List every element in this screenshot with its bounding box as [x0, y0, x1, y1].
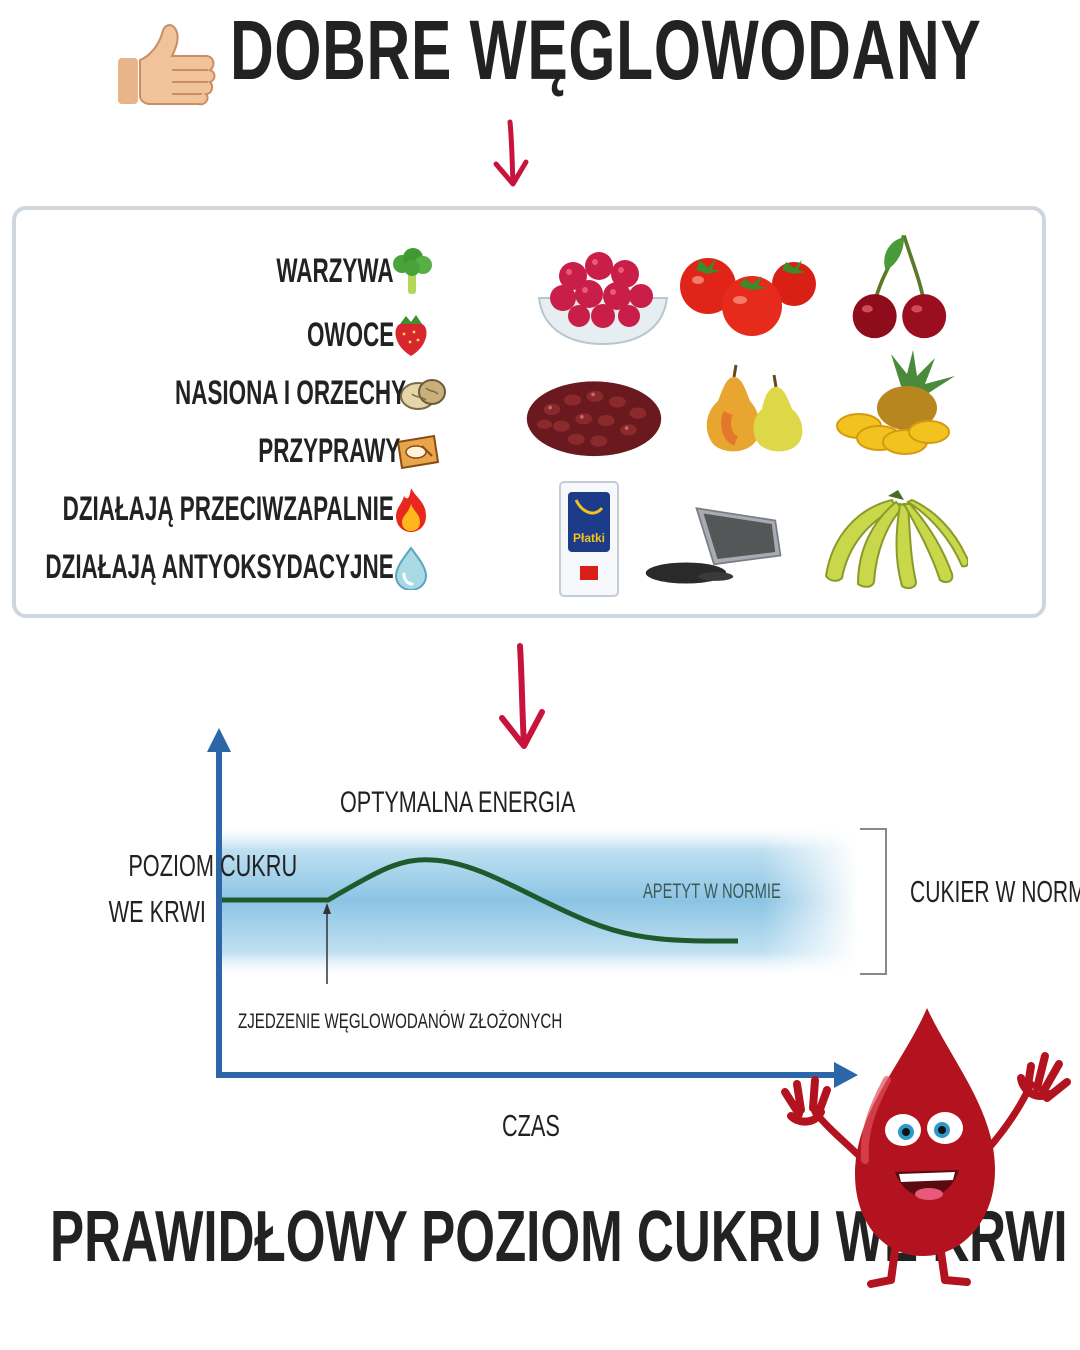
pears-image: [706, 364, 803, 452]
category-label: DZIAŁAJĄ ANTYOKSYDACYJNE: [45, 547, 394, 586]
thumbs-up-icon: [118, 24, 216, 106]
curve-label-wrap: APETYT W NORMIE: [643, 880, 840, 904]
category-row-vegetables: WARZYWA: [216, 248, 436, 294]
tomatoes-image: [680, 258, 816, 336]
category-row-spices: PRZYPRAWY: [185, 428, 442, 474]
raspberries-image: [537, 252, 669, 346]
meal-marker-arrowhead: [323, 903, 331, 914]
x-axis-label-wrap: CZAS: [502, 1108, 585, 1144]
bracket-label-wrap: CUKIER W NORMI: [910, 874, 1080, 910]
x-axis-label: CZAS: [502, 1108, 560, 1143]
bananas-image: [824, 490, 968, 590]
band-label: OPTYMALNA ENERGIA: [340, 786, 576, 819]
walnut-icon: [400, 379, 446, 410]
chia-seeds-image: [645, 507, 782, 584]
y-axis-label: POZIOM CUKRU WE KRWI: [56, 848, 297, 930]
curve-label: APETYT W NORMIE: [643, 880, 781, 903]
oat-flakes-package-image: Płatki: [559, 481, 619, 597]
y-axis-label-line2: WE KRWI: [108, 894, 206, 929]
droplet-icon: [394, 546, 428, 590]
spice-icon: [396, 434, 440, 470]
category-row-antioxidant: DZIAŁAJĄ ANTYOKSYDACYJNE: [0, 544, 436, 590]
category-row-fruits: OWOCE: [262, 312, 436, 358]
category-label: WARZYWA: [276, 251, 394, 290]
red-beans-image: [526, 381, 662, 457]
down-arrow-icon: [499, 643, 545, 749]
y-axis-arrowhead: [207, 728, 231, 752]
y-axis-label-line1: POZIOM CUKRU: [128, 848, 298, 883]
category-row-anti-inflammatory: DZIAŁAJĄ PRZECIWZAPALNIE: [0, 486, 436, 532]
normal-range-bracket: [860, 828, 887, 975]
blood-sugar-chart: [207, 728, 887, 1088]
page-title: DOBRE WĘGLOWODANY: [230, 3, 982, 97]
x-axis-arrowhead: [834, 1062, 858, 1088]
package-label: Płatki: [573, 531, 605, 545]
category-label: PRZYPRAWY: [257, 431, 400, 470]
category-label: NASIONA I ORZECHY: [174, 373, 406, 412]
category-label: OWOCE: [306, 315, 394, 354]
category-label: DZIAŁAJĄ PRZECIWZAPALNIE: [62, 489, 394, 528]
broccoli-icon: [393, 248, 432, 294]
flame-icon: [396, 488, 426, 532]
down-arrow-icon: [493, 119, 529, 187]
category-row-seeds-nuts: NASIONA I ORZECHY: [56, 370, 448, 416]
band-label-wrap: OPTYMALNA ENERGIA: [340, 786, 667, 820]
blood-sugar-curve: [222, 857, 739, 944]
bracket-label: CUKIER W NORMI: [910, 874, 1080, 909]
pineapple-image: [836, 350, 955, 455]
blood-drop-mascot-image: [781, 1008, 1071, 1288]
strawberry-icon: [395, 315, 427, 356]
cherries-image: [852, 234, 947, 339]
event-label-wrap: ZJEDZENIE WĘGLOWODANÓW ZŁOŻONYCH: [238, 1010, 688, 1034]
event-label: ZJEDZENIE WĘGLOWODANÓW ZŁOŻONYCH: [238, 1010, 563, 1033]
